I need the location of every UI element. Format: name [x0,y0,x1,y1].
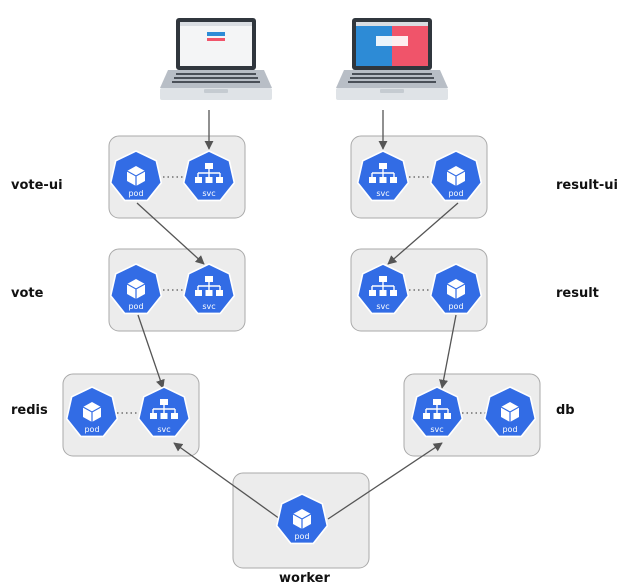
pod-label: pod [502,425,517,434]
svc-icon: svc [410,386,464,438]
svc-label: svc [376,302,389,311]
label-worker: worker [279,571,330,586]
label-vote: vote [11,286,44,301]
pod-label: pod [448,189,463,198]
pod-label: pod [128,189,143,198]
svc-icon: svc [137,386,191,438]
label-result: result [556,286,599,301]
svc-label: svc [376,189,389,198]
svc-icon: svc [182,263,236,315]
pod-icon: pod [429,150,483,202]
svc-icon: svc [356,263,410,315]
pod-icon: pod [109,150,163,202]
pod-label: pod [128,302,143,311]
flow-arrow [173,442,281,520]
flow-arrow [387,202,459,265]
label-result-ui: result-ui [556,178,618,193]
flow-arrow [136,202,205,265]
label-redis: redis [11,403,48,418]
flow-arrow [439,314,457,389]
flow-arrow [327,442,443,520]
pod-label: pod [294,532,309,541]
laptop-icon [160,18,272,100]
pod-label: pod [84,425,99,434]
svc-icon: svc [356,150,410,202]
svc-label: svc [202,302,215,311]
pod-icon: pod [429,263,483,315]
laptop-icon [336,18,448,100]
svc-label: svc [430,425,443,434]
pod-icon: pod [109,263,163,315]
svc-label: svc [202,189,215,198]
pod-icon: pod [65,386,119,438]
pod-icon: pod [483,386,537,438]
flow-arrow [137,314,165,389]
svc-icon: svc [182,150,236,202]
label-db: db [556,403,575,418]
pod-label: pod [448,302,463,311]
label-vote-ui: vote-ui [11,178,63,193]
pod-icon: pod [275,493,329,545]
svc-label: svc [157,425,170,434]
